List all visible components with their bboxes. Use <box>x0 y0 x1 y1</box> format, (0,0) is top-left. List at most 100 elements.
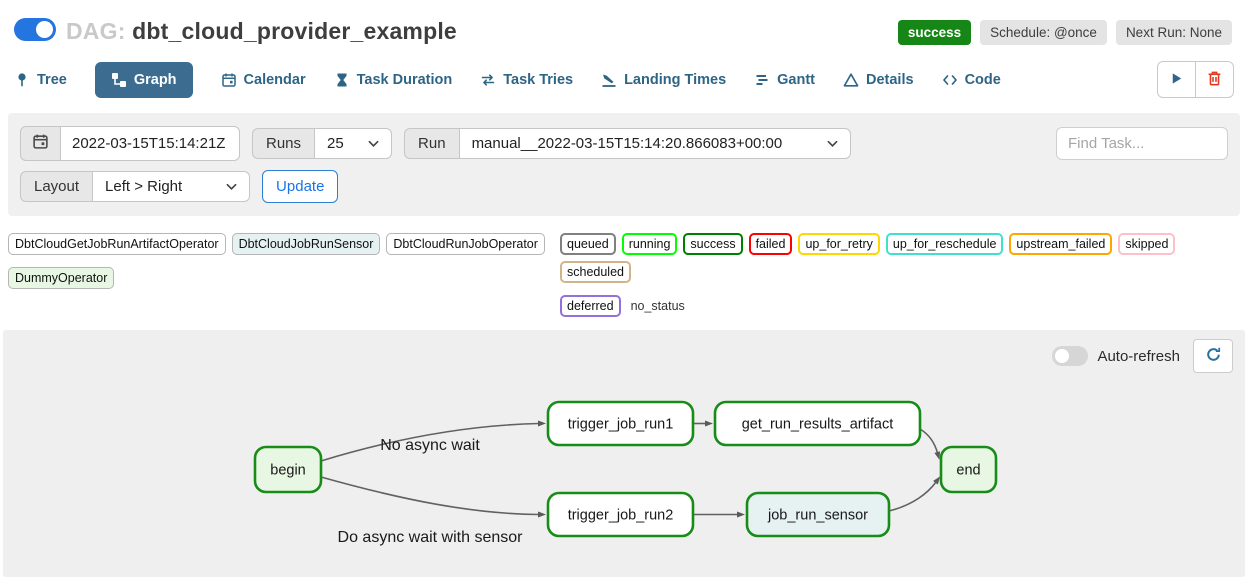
tab-details[interactable]: Details <box>843 62 914 98</box>
auto-refresh-toggle[interactable] <box>1052 346 1089 366</box>
run-id-value: manual__2022-03-15T15:14:20.866083+00:00 <box>471 135 783 152</box>
node-label: trigger_job_run2 <box>568 508 674 524</box>
tab-label: Landing Times <box>624 71 727 88</box>
code-icon <box>942 72 958 88</box>
status-badge-scheduled: scheduled <box>560 261 631 283</box>
schedule-badge: Schedule: @once <box>980 20 1107 45</box>
tab-code[interactable]: Code <box>942 62 1001 98</box>
tab-landing-times[interactable]: Landing Times <box>601 62 726 98</box>
status-badge: success <box>897 20 972 45</box>
view-tabs-row: Tree Graph Calendar Task Duration Task Tries… <box>0 45 1248 98</box>
runs-count-select[interactable]: 25 <box>314 128 393 159</box>
tree-icon <box>14 72 30 88</box>
update-button[interactable]: Update <box>262 170 339 203</box>
tab-label: Task Tries <box>503 71 574 88</box>
runs-label: Runs <box>252 128 316 159</box>
refresh-icon <box>1205 346 1222 366</box>
node-label: trigger_job_run1 <box>568 417 674 433</box>
tab-label: Code <box>964 71 1001 88</box>
layout-value: Left > Right <box>105 178 183 195</box>
operator-badge-DummyOperator: DummyOperator <box>8 267 115 289</box>
node-begin[interactable]: begin <box>253 445 323 494</box>
layout-label: Layout <box>20 171 94 202</box>
trigger-dag-button[interactable] <box>1157 61 1196 98</box>
edge-job_run_sensor-to-end <box>888 476 941 512</box>
delete-dag-button[interactable] <box>1195 61 1234 98</box>
node-label: end <box>956 463 980 479</box>
tab-label: Task Duration <box>356 71 453 88</box>
runs-count-value: 25 <box>327 135 344 152</box>
layout-select[interactable]: Left > Right <box>92 171 251 202</box>
gantt-icon <box>754 72 770 88</box>
tab-label: Calendar <box>243 71 306 88</box>
status-badge-up_for_retry: up_for_retry <box>798 233 880 255</box>
tab-calendar[interactable]: Calendar <box>221 62 306 98</box>
tab-task-tries[interactable]: Task Tries <box>480 62 573 98</box>
hourglass-icon <box>334 72 350 88</box>
edge-get_run_results_artifact-to-end <box>919 428 941 460</box>
edge-begin-to-trigger_job_run2 <box>320 476 546 518</box>
tab-graph[interactable]: Graph <box>94 61 193 98</box>
run-id-select[interactable]: manual__2022-03-15T15:14:20.866083+00:00 <box>458 128 851 159</box>
repeat-icon <box>480 72 496 88</box>
status-badge-running: running <box>621 233 678 255</box>
chevron-down-icon <box>368 140 379 148</box>
landing-icon <box>601 72 617 88</box>
status-badge-queued: queued <box>560 233 616 255</box>
chevron-down-icon <box>827 140 838 148</box>
node-label: job_run_sensor <box>767 508 868 524</box>
tab-task-duration[interactable]: Task Duration <box>334 62 453 98</box>
auto-refresh-label: Auto-refresh <box>1097 347 1180 365</box>
dag-prefix-label: DAG: <box>66 18 126 44</box>
calendar-picker-button[interactable] <box>20 126 61 161</box>
graph-icon <box>111 72 127 88</box>
dag-pause-toggle[interactable] <box>14 18 56 41</box>
status-badge-failed: failed <box>748 233 793 255</box>
node-get_run_results_artifact[interactable]: get_run_results_artifact <box>713 400 922 447</box>
status-badge-deferred: deferred <box>560 295 621 317</box>
tab-gantt[interactable]: Gantt <box>754 62 815 98</box>
node-end[interactable]: end <box>939 445 998 494</box>
operator-badge-DbtCloudRunJobOperator: DbtCloudRunJobOperator <box>386 233 545 255</box>
node-label: begin <box>270 463 305 479</box>
filter-panel: Runs 25 Run manual__2022-03-15T15:14:20.… <box>8 113 1240 216</box>
header: DAG: dbt_cloud_provider_example success … <box>0 0 1248 45</box>
run-group: Run manual__2022-03-15T15:14:20.866083+0… <box>404 128 851 159</box>
node-job_run_sensor[interactable]: job_run_sensor <box>745 491 891 538</box>
edge-begin-to-trigger_job_run1 <box>320 420 546 462</box>
run-label: Run <box>404 128 460 159</box>
status-label-no-status: no_status <box>630 299 685 313</box>
status-badge-success: success <box>683 233 743 255</box>
runs-group: Runs 25 <box>252 128 393 159</box>
node-trigger_job_run1[interactable]: trigger_job_run1 <box>546 400 695 447</box>
execution-date-group <box>20 126 240 161</box>
trash-icon <box>1206 70 1223 90</box>
dag-action-buttons <box>1157 61 1234 98</box>
execution-date-input[interactable] <box>60 126 240 161</box>
status-badge-up_for_reschedule: up_for_reschedule <box>885 233 1004 255</box>
dag-name: dbt_cloud_provider_example <box>132 18 457 44</box>
calendar-icon <box>221 72 237 88</box>
layout-group: Layout Left > Right <box>20 171 251 202</box>
tab-label: Tree <box>37 71 67 88</box>
node-trigger_job_run2[interactable]: trigger_job_run2 <box>546 491 695 538</box>
refresh-button[interactable] <box>1193 339 1233 373</box>
toggle-knob <box>36 21 53 38</box>
warning-icon <box>843 72 859 88</box>
next-run-badge: Next Run: None <box>1115 20 1232 45</box>
find-task-input[interactable] <box>1056 127 1228 160</box>
operator-badge-DbtCloudGetJobRunArtifactOperator: DbtCloudGetJobRunArtifactOperator <box>8 233 226 255</box>
toggle-knob <box>1055 349 1070 363</box>
tab-tree[interactable]: Tree <box>14 62 67 98</box>
edge-label: Do async wait with sensor <box>338 529 524 546</box>
tab-label: Details <box>866 71 914 88</box>
play-icon <box>1169 71 1184 89</box>
chevron-down-icon <box>226 183 237 191</box>
operator-badge-DbtCloudJobRunSensor: DbtCloudJobRunSensor <box>231 233 381 255</box>
status-badge-upstream_failed: upstream_failed <box>1009 233 1113 255</box>
